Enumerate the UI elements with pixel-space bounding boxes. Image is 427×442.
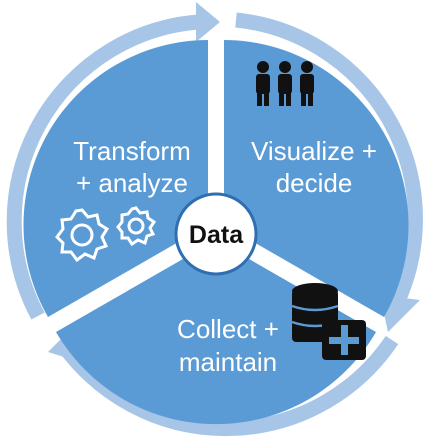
- collect-label-line1: Collect +: [177, 314, 279, 344]
- center-circle: [174, 192, 258, 276]
- center-node: Data: [174, 192, 258, 276]
- transform-label-line2: + analyze: [76, 168, 188, 198]
- cycle-arrow-top: [6, 14, 199, 320]
- cycle-segments: [23, 40, 409, 425]
- segment-labels: Visualize + decide Collect + maintain Tr…: [73, 136, 377, 377]
- visualize-label-line2: decide: [276, 168, 353, 198]
- segment-collect: [56, 240, 376, 425]
- center-label: Data: [189, 221, 244, 249]
- collect-label-line2: maintain: [179, 347, 277, 377]
- cycle-arrow-bottom: [57, 335, 399, 437]
- transform-label-line1: Transform: [73, 136, 191, 166]
- people-icon: [256, 61, 314, 106]
- segment-visualize: [224, 40, 409, 317]
- visualize-label-line1: Visualize +: [251, 136, 377, 166]
- gears-icon: [55, 206, 157, 263]
- segment-transform: [23, 40, 209, 317]
- cycle-arrowhead-top: [196, 2, 220, 42]
- cycle-arrow-right: [235, 12, 423, 309]
- database-add-icon: [291, 283, 366, 360]
- cycle-arrow-ring: [6, 2, 423, 437]
